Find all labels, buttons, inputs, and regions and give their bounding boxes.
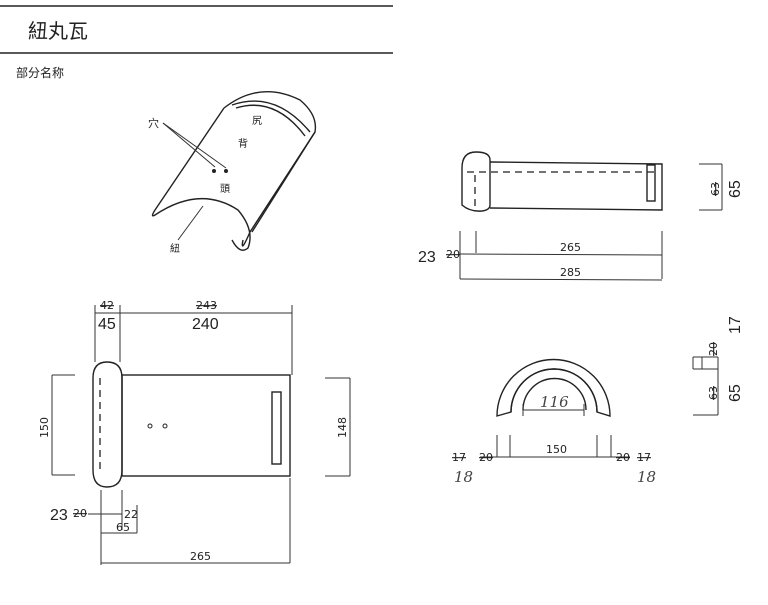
part-head-label: 頭 <box>220 183 230 195</box>
part-back-label: 背 <box>238 137 248 150</box>
plan-dim-old-20: 20 <box>73 507 87 520</box>
front-dim-17-right: 17 <box>727 316 744 334</box>
front-dim-65: 65 <box>727 384 744 402</box>
plan-dim-148: 148 <box>336 417 349 438</box>
plan-dim-old-240: 243 <box>196 299 217 312</box>
perspective-view: 穴 尻 背 頭 紐 <box>148 90 317 255</box>
part-tail-label: 尻 <box>252 115 262 127</box>
plan-dim-65: 65 <box>116 521 130 534</box>
side-dim-65: 65 <box>727 180 744 198</box>
side-dim-old-20: 20 <box>446 248 460 261</box>
side-dim-old-63: 63 <box>709 182 722 196</box>
page-title: 紐丸瓦 <box>28 19 88 43</box>
side-dim-265: 265 <box>560 241 581 254</box>
plan-dim-22: 22 <box>124 508 138 521</box>
front-view: 116 150 17 20 18 20 17 18 17 20 63 65 <box>452 316 744 486</box>
front-dim-old-20-left: 20 <box>479 451 493 464</box>
part-ridge-label: 紐 <box>170 242 180 255</box>
front-dim-old-20-top: 20 <box>707 342 720 356</box>
plan-dim-23: 23 <box>50 507 68 524</box>
side-dim-23: 23 <box>418 249 436 266</box>
front-dim-116: 116 <box>540 393 569 411</box>
front-dim-18-left: 18 <box>454 468 473 486</box>
front-dim-old-17-left: 17 <box>452 451 466 464</box>
section-label: 部分名称 <box>16 65 64 80</box>
plan-dim-45: 45 <box>98 316 116 333</box>
plan-dim-265: 265 <box>190 550 211 563</box>
plan-view: 42 243 45 240 150 148 23 20 22 65 265 <box>38 299 351 565</box>
side-view: 23 20 265 285 63 65 <box>418 151 744 281</box>
side-dim-285: 285 <box>560 266 581 279</box>
plan-dim-old-45: 42 <box>100 299 114 312</box>
front-dim-18-right: 18 <box>637 468 656 486</box>
plan-dim-150: 150 <box>38 417 51 438</box>
front-dim-old-63: 63 <box>707 386 720 400</box>
front-dim-old-17-right: 17 <box>637 451 651 464</box>
plan-dim-240: 240 <box>192 316 219 333</box>
part-hole-label: 穴 <box>148 116 159 130</box>
front-dim-old-20-right: 20 <box>616 451 630 464</box>
front-dim-150: 150 <box>546 443 567 456</box>
